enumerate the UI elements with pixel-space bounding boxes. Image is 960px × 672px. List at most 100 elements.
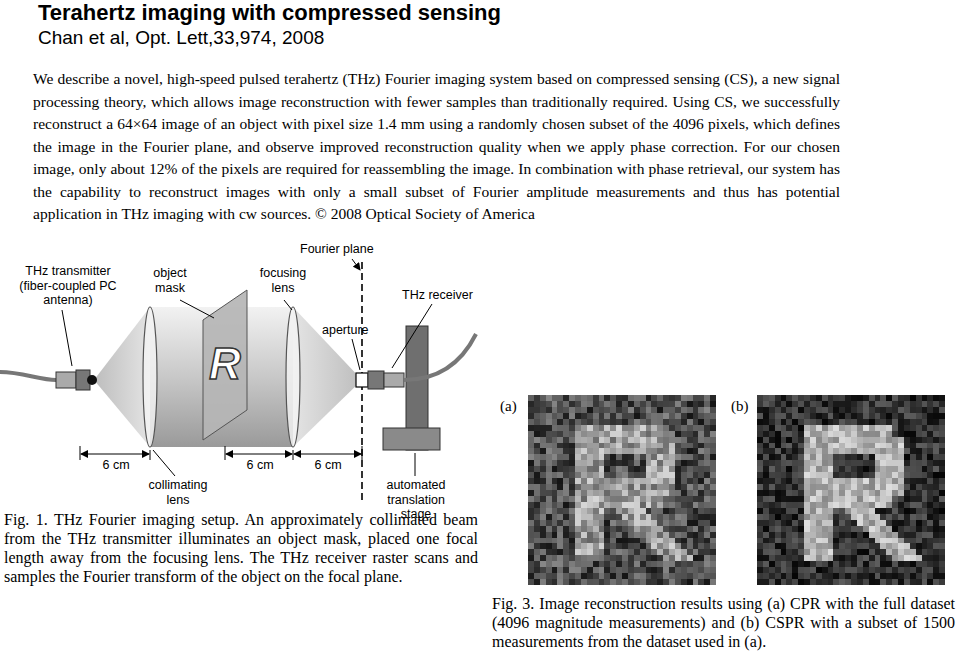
image-pixel bbox=[916, 549, 922, 555]
image-pixel bbox=[546, 520, 552, 526]
image-pixel bbox=[851, 443, 857, 449]
image-pixel bbox=[763, 478, 769, 484]
image-pixel bbox=[698, 579, 704, 585]
image-pixel bbox=[640, 567, 646, 573]
image-pixel bbox=[792, 532, 798, 538]
image-pixel bbox=[839, 478, 845, 484]
image-pixel bbox=[781, 431, 787, 437]
image-pixel bbox=[552, 395, 558, 401]
image-pixel bbox=[640, 526, 646, 532]
image-pixel bbox=[593, 579, 599, 585]
image-pixel bbox=[810, 425, 816, 431]
image-pixel bbox=[575, 549, 581, 555]
image-pixel bbox=[710, 431, 716, 437]
image-pixel bbox=[857, 520, 863, 526]
image-pixel bbox=[698, 496, 704, 502]
image-pixel bbox=[634, 472, 640, 478]
image-pixel bbox=[892, 454, 898, 460]
image-pixel bbox=[886, 448, 892, 454]
image-pixel bbox=[622, 579, 628, 585]
image-pixel bbox=[687, 484, 693, 490]
image-pixel bbox=[857, 431, 863, 437]
image-pixel bbox=[863, 508, 869, 514]
image-pixel bbox=[892, 567, 898, 573]
image-pixel bbox=[557, 579, 563, 585]
image-pixel bbox=[910, 466, 916, 472]
image-pixel bbox=[569, 508, 575, 514]
image-pixel bbox=[828, 425, 834, 431]
image-pixel bbox=[675, 520, 681, 526]
image-pixel bbox=[904, 555, 910, 561]
image-pixel bbox=[552, 407, 558, 413]
image-pixel bbox=[833, 514, 839, 520]
image-pixel bbox=[933, 425, 939, 431]
image-pixel bbox=[898, 502, 904, 508]
image-pixel bbox=[839, 431, 845, 437]
image-pixel bbox=[810, 472, 816, 478]
image-pixel bbox=[857, 496, 863, 502]
image-pixel bbox=[916, 532, 922, 538]
image-pixel bbox=[569, 454, 575, 460]
image-pixel bbox=[634, 437, 640, 443]
image-pixel bbox=[528, 419, 534, 425]
image-pixel bbox=[622, 407, 628, 413]
image-pixel bbox=[569, 460, 575, 466]
image-pixel bbox=[839, 567, 845, 573]
image-pixel bbox=[540, 490, 546, 496]
reconstruction-image-b bbox=[757, 395, 945, 585]
image-pixel bbox=[769, 460, 775, 466]
image-pixel bbox=[693, 555, 699, 561]
image-pixel bbox=[669, 526, 675, 532]
image-pixel bbox=[816, 443, 822, 449]
image-pixel bbox=[675, 579, 681, 585]
image-pixel bbox=[916, 526, 922, 532]
image-pixel bbox=[939, 454, 945, 460]
image-pixel bbox=[710, 454, 716, 460]
image-pixel bbox=[757, 395, 763, 401]
image-pixel bbox=[927, 460, 933, 466]
image-pixel bbox=[546, 443, 552, 449]
image-pixel bbox=[698, 460, 704, 466]
image-pixel bbox=[828, 514, 834, 520]
image-pixel bbox=[839, 484, 845, 490]
image-pixel bbox=[916, 407, 922, 413]
image-pixel bbox=[628, 532, 634, 538]
image-pixel bbox=[540, 508, 546, 514]
image-pixel bbox=[628, 466, 634, 472]
image-pixel bbox=[798, 538, 804, 544]
image-pixel bbox=[798, 502, 804, 508]
image-pixel bbox=[792, 549, 798, 555]
image-pixel bbox=[769, 508, 775, 514]
image-pixel bbox=[534, 419, 540, 425]
image-pixel bbox=[851, 549, 857, 555]
image-pixel bbox=[693, 508, 699, 514]
image-pixel bbox=[863, 407, 869, 413]
image-pixel bbox=[704, 508, 710, 514]
image-pixel bbox=[610, 448, 616, 454]
image-pixel bbox=[646, 490, 652, 496]
image-pixel bbox=[769, 555, 775, 561]
image-pixel bbox=[822, 443, 828, 449]
image-pixel bbox=[710, 407, 716, 413]
image-pixel bbox=[546, 413, 552, 419]
image-pixel bbox=[563, 460, 569, 466]
image-pixel bbox=[704, 454, 710, 460]
image-pixel bbox=[540, 478, 546, 484]
image-pixel bbox=[880, 490, 886, 496]
image-pixel bbox=[886, 413, 892, 419]
image-pixel bbox=[851, 490, 857, 496]
image-pixel bbox=[704, 466, 710, 472]
image-pixel bbox=[593, 490, 599, 496]
image-pixel bbox=[675, 514, 681, 520]
image-pixel bbox=[546, 502, 552, 508]
image-pixel bbox=[663, 454, 669, 460]
image-pixel bbox=[693, 538, 699, 544]
image-pixel bbox=[833, 466, 839, 472]
image-pixel bbox=[546, 573, 552, 579]
image-pixel bbox=[546, 448, 552, 454]
image-pixel bbox=[546, 407, 552, 413]
image-pixel bbox=[775, 555, 781, 561]
image-pixel bbox=[675, 538, 681, 544]
image-pixel bbox=[816, 538, 822, 544]
image-pixel bbox=[857, 460, 863, 466]
